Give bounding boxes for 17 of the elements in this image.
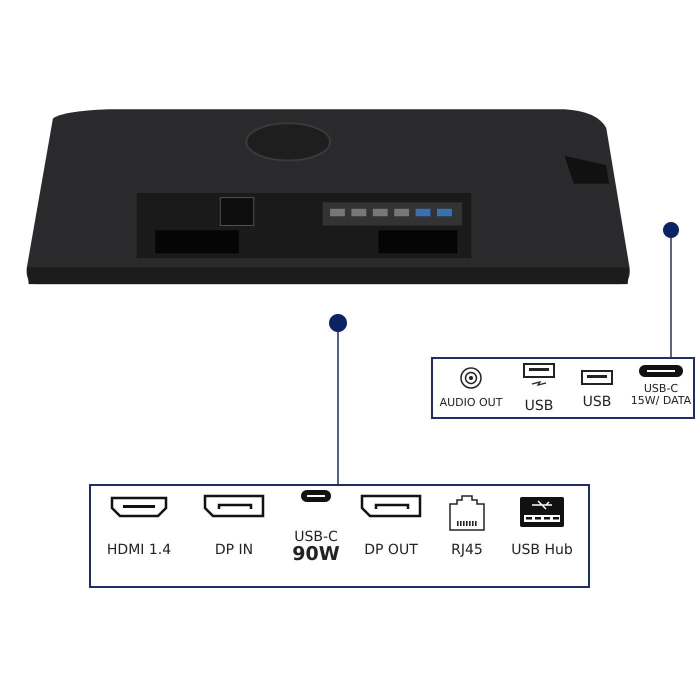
callout-panel	[89, 484, 590, 588]
port-label: USB	[524, 399, 554, 414]
port-label: USB-C 15W/ DATA	[630, 383, 692, 406]
port-label: USB Hub	[511, 543, 573, 558]
callout-dot	[663, 222, 679, 238]
port-label: DP OUT	[364, 543, 418, 558]
port-label: RJ45	[451, 543, 483, 558]
port-label: USB	[582, 395, 612, 410]
leader-line	[337, 332, 339, 484]
callout-dot	[329, 314, 347, 332]
leader-line	[670, 238, 672, 357]
callout-panel	[431, 357, 695, 419]
port-label: HDMI 1.4	[106, 543, 172, 558]
port-label: AUDIO OUT	[440, 397, 502, 409]
port-label: DP IN	[214, 543, 254, 558]
port-label: USB-C 90W	[292, 530, 340, 565]
monitor-back-drawing	[26, 109, 630, 284]
